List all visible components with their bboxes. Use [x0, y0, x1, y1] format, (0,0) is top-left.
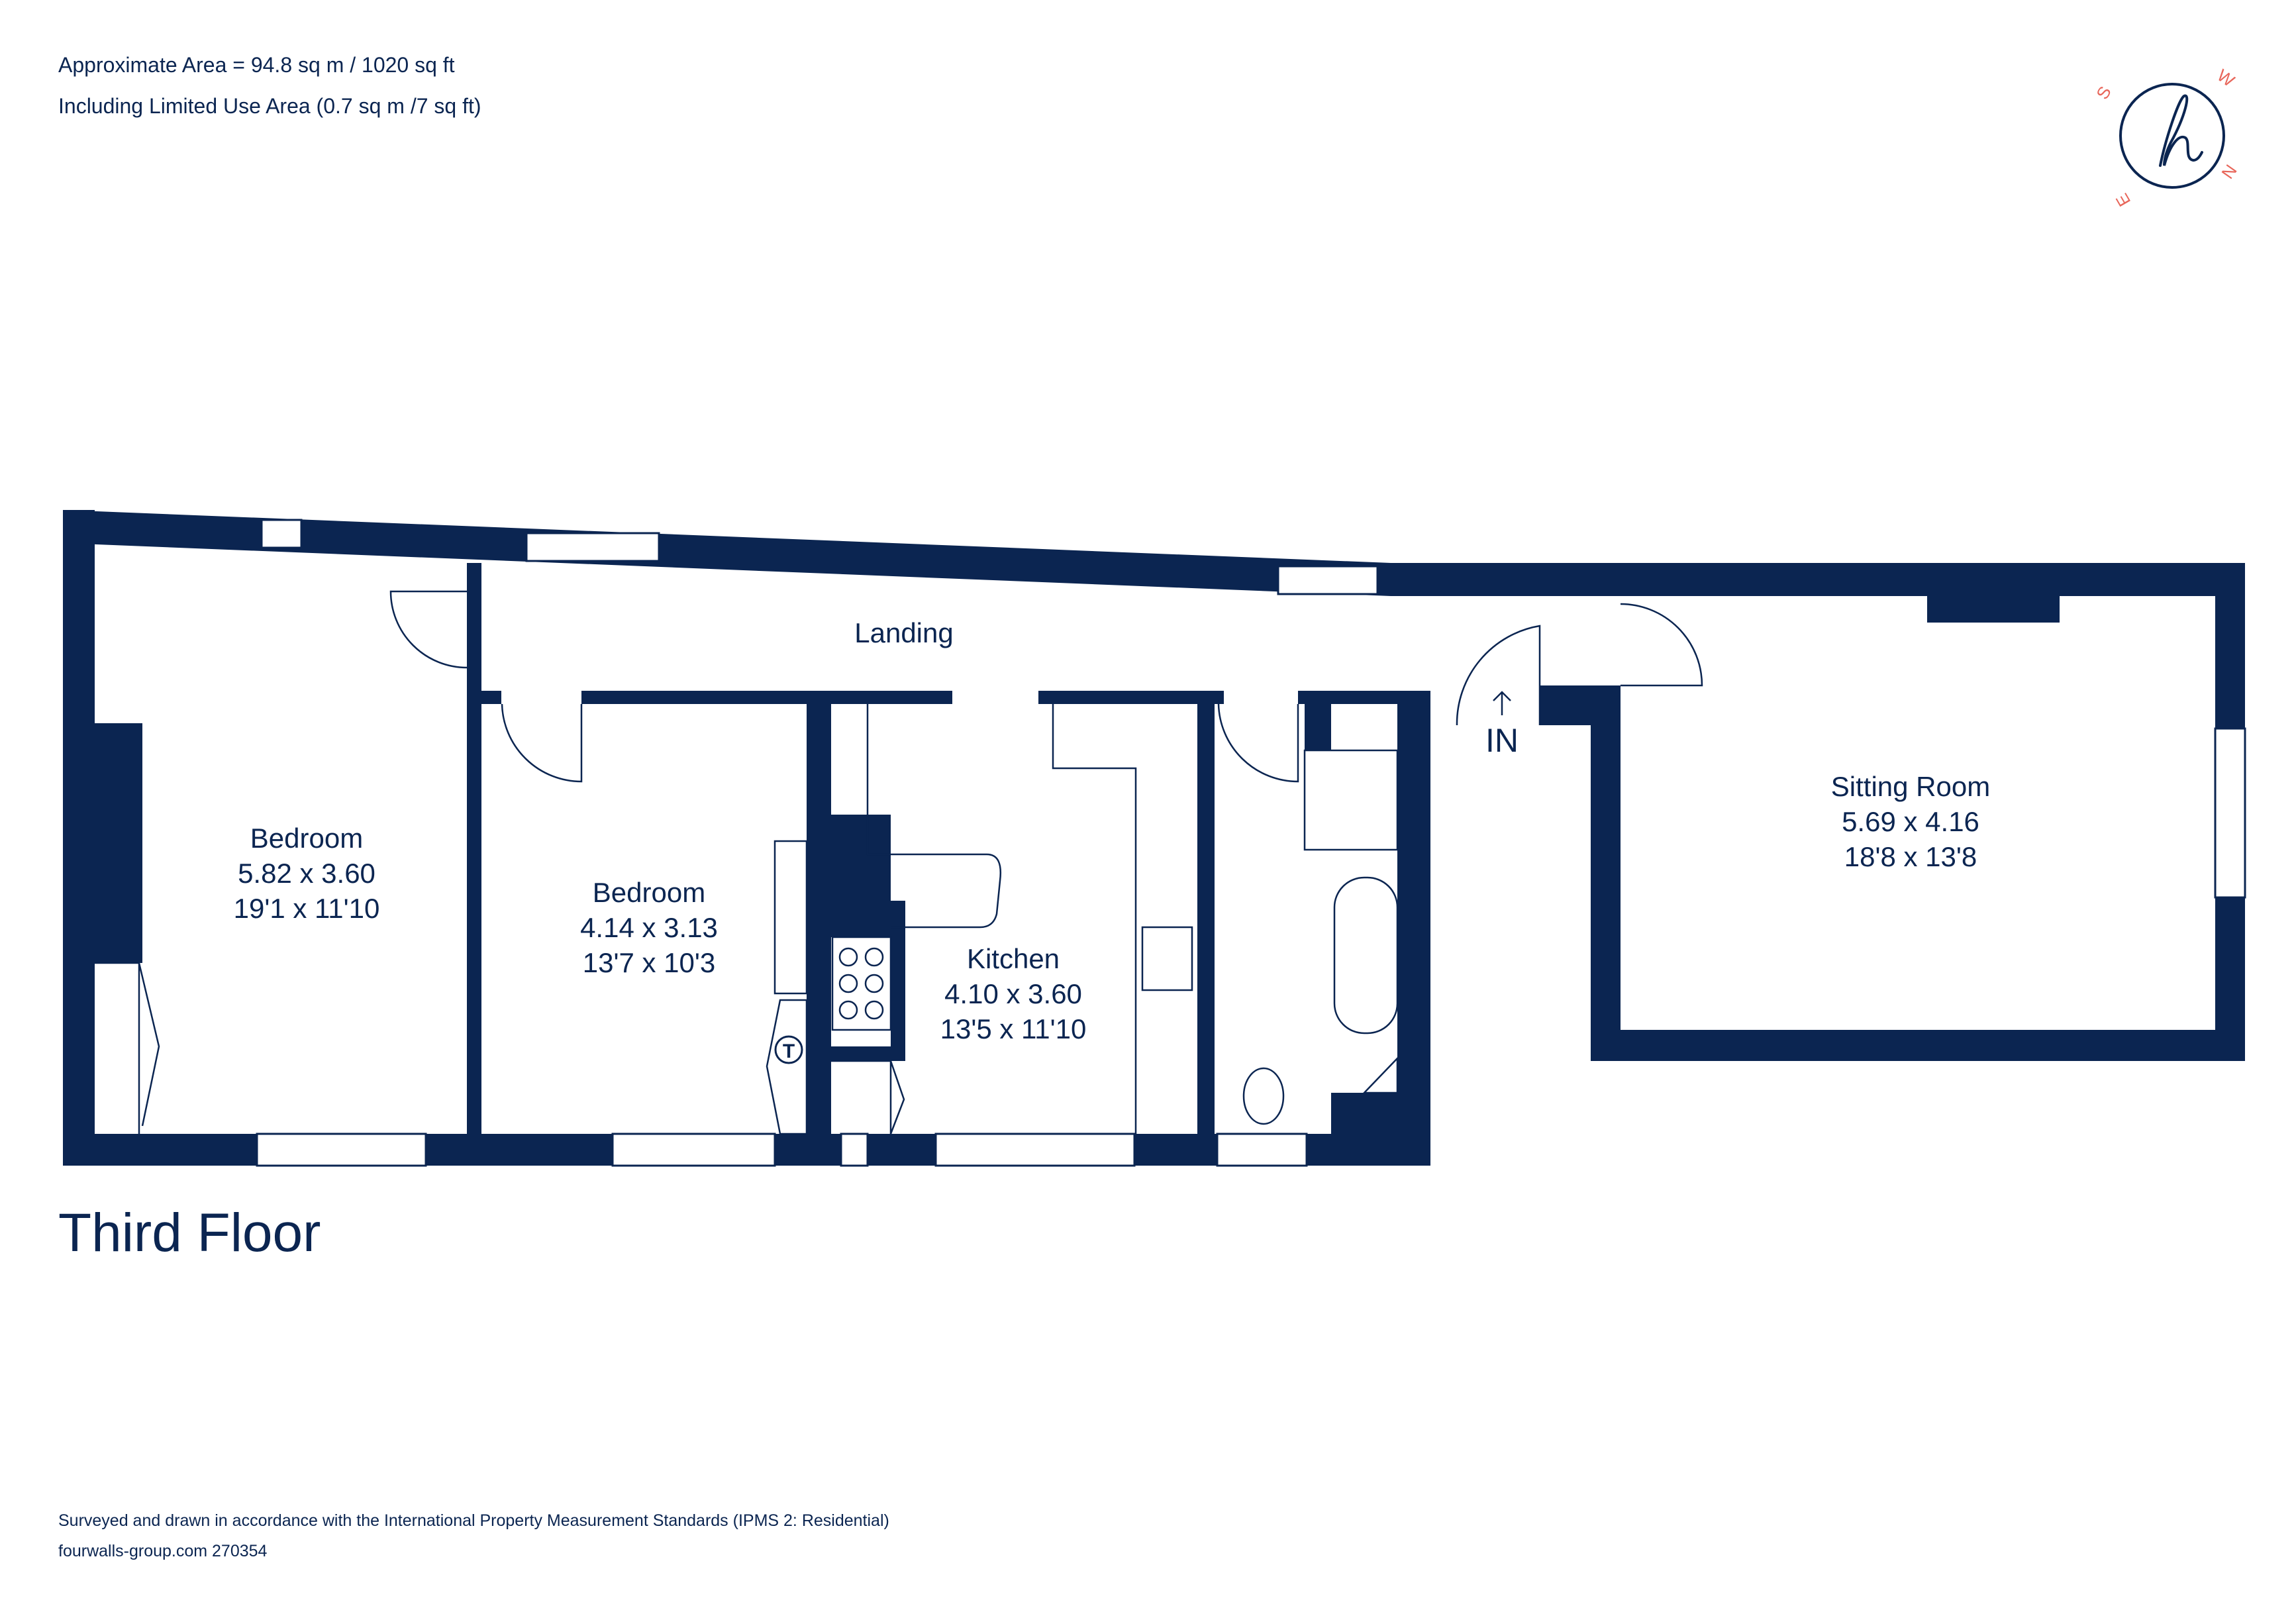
kitchen-sink: [1141, 926, 1193, 991]
window-6: [840, 1133, 869, 1167]
wardrobe-left: [95, 962, 160, 1134]
window-5: [611, 1133, 776, 1167]
kitchen-fridge: [831, 1060, 905, 1135]
bedroom1-name: Bedroom: [250, 823, 363, 854]
hob-burners: [838, 947, 884, 1020]
chimney-breast: [95, 723, 142, 963]
bedroom2-metric: 4.14 x 3.13: [580, 912, 718, 943]
door-bedroom2: [501, 703, 583, 783]
hob-burner-1: [838, 947, 858, 967]
bathtub: [1333, 876, 1399, 1035]
top-wall: [63, 510, 2245, 596]
sitting-room-imperial: 18'8 x 13'8: [1844, 841, 1977, 872]
door-entrance: [1456, 625, 1541, 726]
landing-right-wall: [1540, 685, 1621, 725]
compass-logo: W S N E: [2092, 66, 2240, 210]
kitchen-block-2: [891, 901, 905, 1061]
entrance-label: IN: [1485, 722, 1519, 759]
logo-ring: [2119, 83, 2225, 189]
window-7: [934, 1133, 1136, 1167]
landing-bottom-wall-3: [1038, 691, 1224, 704]
window-3: [1277, 565, 1379, 595]
landing-bottom-wall-1: [481, 691, 501, 704]
bedroom2-name: Bedroom: [593, 877, 705, 908]
windows: [256, 519, 2246, 1167]
wardrobe-bedroom2: [774, 840, 808, 995]
bathroom-shower-wall: [1305, 691, 1331, 750]
landing-label: Landing: [854, 617, 953, 648]
kitchen-counter-right: [1052, 704, 1137, 1134]
kitchen-block-3: [831, 1046, 905, 1061]
shower-tray: [1303, 749, 1399, 851]
hob-burner-4: [864, 974, 884, 993]
bedroom2-right-wall: [807, 704, 821, 1134]
sitting-room-name: Sitting Room: [1831, 771, 1990, 802]
ipms-statement: Surveyed and drawn in accordance with th…: [58, 1511, 889, 1530]
window-1: [260, 519, 303, 549]
window-2: [525, 532, 660, 562]
hob-burner-5: [838, 1000, 858, 1020]
bedroom2-imperial: 13'7 x 10'3: [583, 947, 716, 978]
walls: [63, 510, 2245, 1166]
bedroom1-metric: 5.82 x 3.60: [238, 858, 375, 889]
floor-title: Third Floor: [58, 1203, 321, 1263]
sitting-chimney: [1927, 596, 2060, 623]
toilet: [1242, 1067, 1285, 1125]
boiler-cupboard: [766, 999, 808, 1135]
boiler-label: T: [783, 1040, 795, 1062]
left-wall: [63, 510, 95, 1166]
hob-burner-2: [864, 947, 884, 967]
landing-bottom-wall-2: [581, 691, 952, 704]
kitchen-counter: [866, 704, 1002, 929]
kitchen-name: Kitchen: [967, 943, 1060, 974]
window-4: [256, 1133, 427, 1167]
basin: [1362, 1056, 1399, 1094]
logo-monogram-h: [2159, 94, 2203, 167]
fixtures: [95, 590, 1703, 1135]
sitting-room-metric: 5.69 x 4.16: [1842, 806, 1979, 837]
entrance-arrow-icon: [1493, 691, 1511, 715]
window-9: [2214, 727, 2246, 899]
door-bedroom1: [389, 590, 468, 669]
bathroom-right-wall: [1397, 691, 1430, 1166]
hob-burner-3: [838, 974, 858, 993]
kitchen-left-wall: [821, 704, 831, 1134]
bathroom-corner-block: [1331, 1093, 1397, 1134]
kitchen-imperial: 13'5 x 11'10: [940, 1013, 1087, 1044]
hob-burner-6: [864, 1000, 884, 1020]
window-8: [1216, 1133, 1308, 1167]
door-bathroom: [1217, 703, 1299, 783]
boiler-icon: [774, 1035, 803, 1064]
limited-use-area-text: Including Limited Use Area (0.7 sq m /7 …: [58, 94, 481, 118]
kitchen-block-1: [831, 815, 891, 937]
approximate-area-text: Approximate Area = 94.8 sq m / 1020 sq f…: [58, 53, 455, 77]
sitting-bottom-wall: [1591, 1030, 2245, 1061]
sitting-left-wall: [1591, 685, 1621, 1061]
kitchen-hob: [831, 936, 892, 1031]
kitchen-right-wall: [1197, 704, 1215, 1134]
kitchen-metric: 4.10 x 3.60: [944, 978, 1082, 1009]
bedroom1-imperial: 19'1 x 11'10: [234, 893, 380, 924]
door-sitting: [1620, 603, 1703, 687]
bedroom1-right-wall: [467, 563, 481, 1134]
plan-reference: fourwalls-group.com 270354: [58, 1542, 268, 1560]
